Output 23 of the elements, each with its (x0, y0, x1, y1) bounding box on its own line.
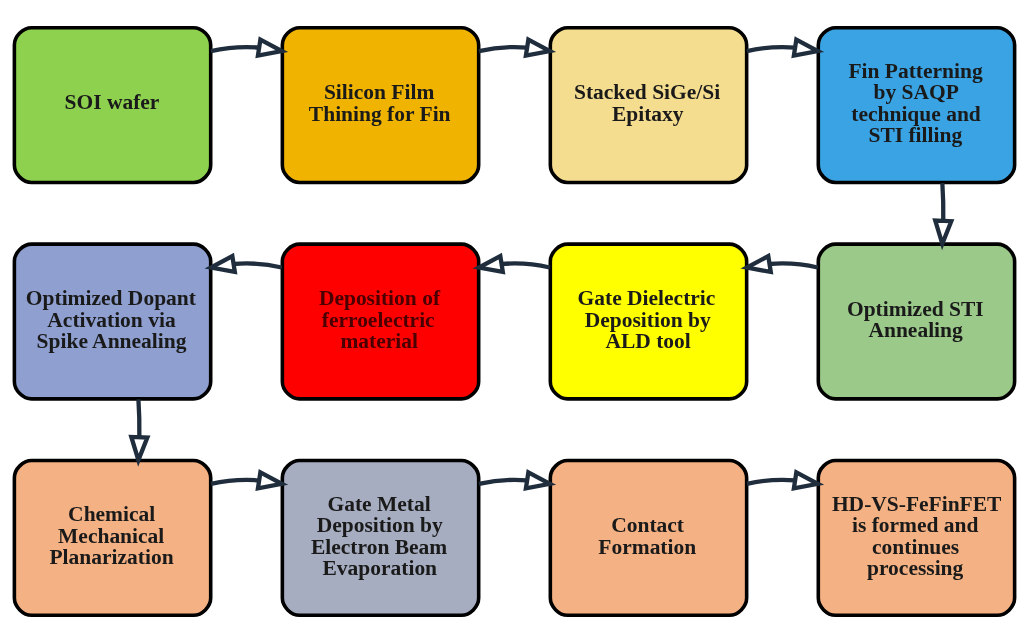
arrow (204, 252, 283, 275)
node-box: Optimized STI Annealing (816, 241, 1017, 401)
arrow (932, 182, 955, 250)
node-box: HD-VS-FeFinFET is formed and continues processing (816, 458, 1017, 617)
node-box: SOI wafer (12, 25, 213, 184)
arrow (210, 468, 289, 491)
arrow (472, 252, 551, 275)
node-box: Chemical Mechanical Planarization (12, 458, 213, 617)
arrow (478, 35, 557, 58)
node-box: Deposition of ferroelectric material (280, 241, 481, 401)
arrow (746, 468, 825, 491)
arrow (478, 468, 557, 491)
node-box: Fin Patterning by SAQP technique and STI filling (816, 25, 1017, 184)
node-box: Gate Dielectric Deposition by ALD tool (548, 241, 749, 401)
node-box: Contact Formation (548, 458, 749, 617)
node-box: Stacked SiGe/Si Epitaxy (548, 25, 749, 184)
arrow (740, 252, 819, 275)
arrow (210, 35, 289, 58)
node-box: Optimized Dopant Activation via Spike Annealing (12, 241, 213, 401)
arrow (746, 35, 825, 58)
node-box: Silicon Film Thining for Fin (280, 25, 481, 184)
arrow (128, 398, 151, 467)
node-box: Gate Metal Deposition by Electron Beam Evaporation (280, 458, 481, 617)
